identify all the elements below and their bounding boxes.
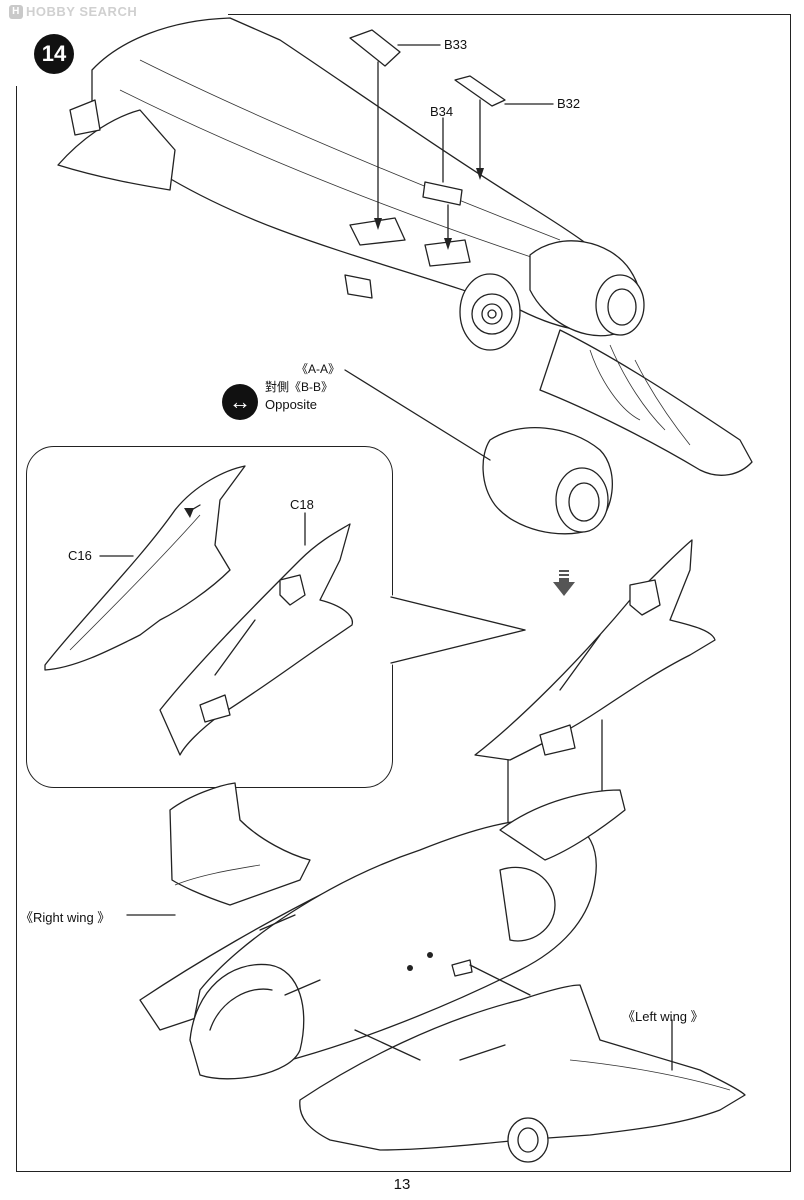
down-arrow-icon (553, 570, 575, 596)
watermark: H HOBBY SEARCH (6, 4, 141, 19)
watermark-logo-icon: H (9, 4, 23, 19)
page-number: 13 (393, 1176, 411, 1193)
left-rule (16, 86, 17, 1172)
callout-b34: B34 (430, 104, 454, 119)
callout-c18: C18 (290, 497, 314, 512)
step-number-badge: 14 (34, 34, 74, 74)
right-wing-label: 《Right wing 》 (20, 910, 111, 925)
detail-inset-illustration (44, 465, 526, 756)
left-wing-label: 《Left wing 》 (622, 1009, 704, 1024)
fuselage-underside-illustration (57, 17, 753, 535)
top-rule (228, 14, 790, 15)
callout-b32: B32 (557, 96, 581, 111)
opposite-line-3: Opposite (265, 397, 318, 412)
opposite-line-2: 對側《B-B》 (265, 380, 334, 394)
watermark-text: HOBBY SEARCH (26, 4, 138, 19)
tail-fin-part-illustration (474, 539, 716, 831)
opposite-line-1: 《A-A》 (296, 362, 341, 376)
callout-c16: C16 (68, 548, 92, 563)
page-frame (16, 14, 791, 1172)
double-arrow-icon: ↔ (222, 384, 258, 420)
callout-b33: B33 (444, 37, 468, 52)
